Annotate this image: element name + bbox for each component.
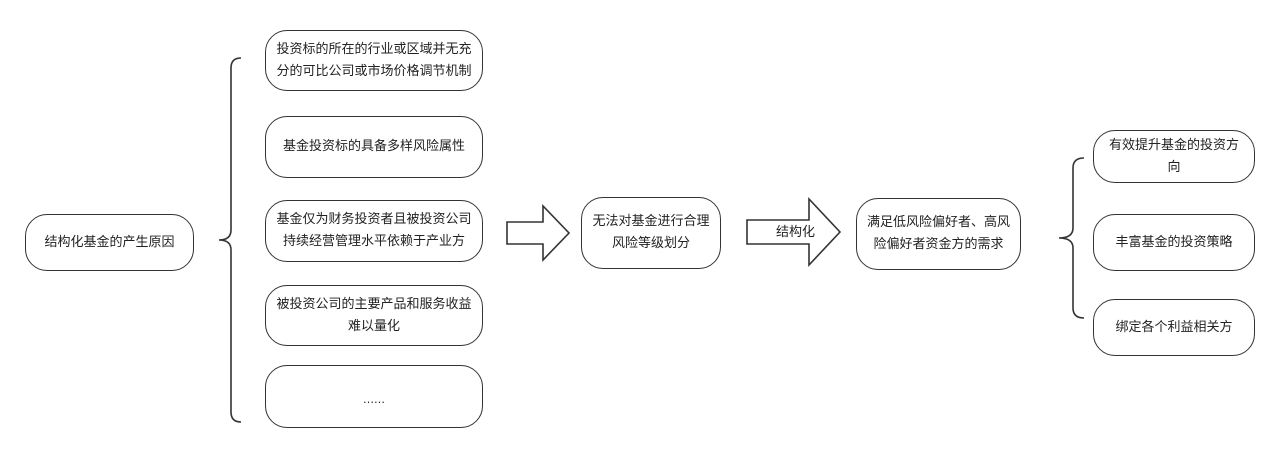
reason-node-3: 基金仅为财务投资者且被投资公司 持续经营管理水平依赖于产业方 [265, 200, 483, 262]
reason-node-ellipsis: …… [265, 365, 483, 428]
result-node: 满足低风险偏好者、高风 险偏好者资金方的需求 [856, 198, 1021, 270]
left-brace [218, 57, 242, 423]
outcome-node-2: 丰富基金的投资策略 [1093, 214, 1255, 271]
hollow-arrow-2 [746, 196, 842, 268]
reason-node-2: 基金投资标的具备多样风险属性 [265, 116, 483, 178]
right-brace [1058, 157, 1085, 319]
outcome-node-3: 绑定各个利益相关方 [1093, 299, 1255, 356]
root-node: 结构化基金的产生原因 [25, 214, 194, 271]
outcome-node-1: 有效提升基金的投资方向 [1093, 130, 1255, 183]
structuring-label: 结构化 [776, 225, 816, 240]
reason-node-4: 被投资公司的主要产品和服务收益 难以量化 [265, 285, 483, 346]
problem-node: 无法对基金进行合理 风险等级划分 [581, 197, 721, 269]
reason-node-1: 投资标的所在的行业或区域并无充 分的可比公司或市场价格调节机制 [265, 30, 483, 91]
hollow-arrow-1 [506, 204, 571, 262]
